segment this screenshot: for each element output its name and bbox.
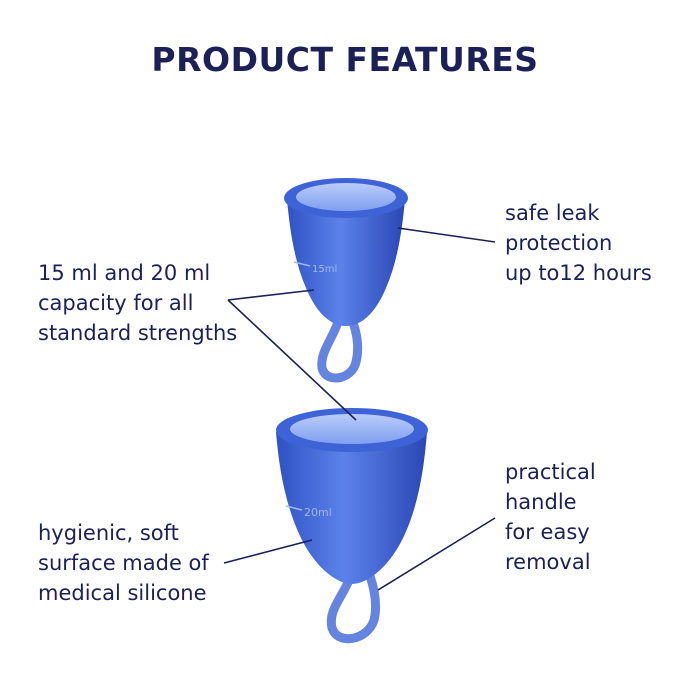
feature-line: for easy	[505, 520, 590, 544]
callout-capacity-bottom	[227, 299, 357, 421]
feature-practical-handle: practical handle for easy removal	[505, 457, 596, 577]
feature-line: capacity for all	[38, 291, 194, 315]
feature-line: up to12 hours	[505, 261, 652, 285]
callout-lines	[223, 227, 496, 591]
feature-line: medical silicone	[38, 581, 207, 605]
cup-large-handle	[326, 574, 381, 644]
callout-capacity-top	[227, 289, 315, 301]
cup-small-body	[287, 200, 405, 326]
page-title: PRODUCT FEATURES	[151, 40, 539, 79]
cup-small-marking: 15ml	[312, 264, 337, 275]
cup-large-body	[276, 432, 427, 584]
feature-line: removal	[505, 550, 591, 574]
callout-leak	[397, 227, 496, 243]
feature-line: surface made of	[38, 551, 209, 575]
cup-large: 20ml	[276, 408, 428, 644]
cup-large-marking: 20ml	[304, 506, 332, 519]
callout-hygienic	[223, 539, 313, 564]
feature-line: handle	[505, 490, 577, 514]
feature-line: hygienic, soft	[38, 521, 179, 545]
feature-line: standard strengths	[38, 321, 238, 345]
feature-hygienic-surface: hygienic, soft surface made of medical s…	[38, 518, 209, 608]
feature-line: 15 ml and 20 ml	[38, 261, 211, 285]
callout-handle	[377, 517, 496, 591]
feature-leak-protection: safe leak protection up to12 hours	[505, 198, 652, 288]
feature-capacity: 15 ml and 20 ml capacity for all standar…	[38, 258, 237, 348]
cup-small: 15ml	[284, 178, 408, 383]
feature-line: protection	[505, 231, 613, 255]
feature-line: practical	[505, 460, 596, 484]
cup-small-handle	[317, 318, 363, 383]
feature-line: safe leak	[505, 201, 600, 225]
